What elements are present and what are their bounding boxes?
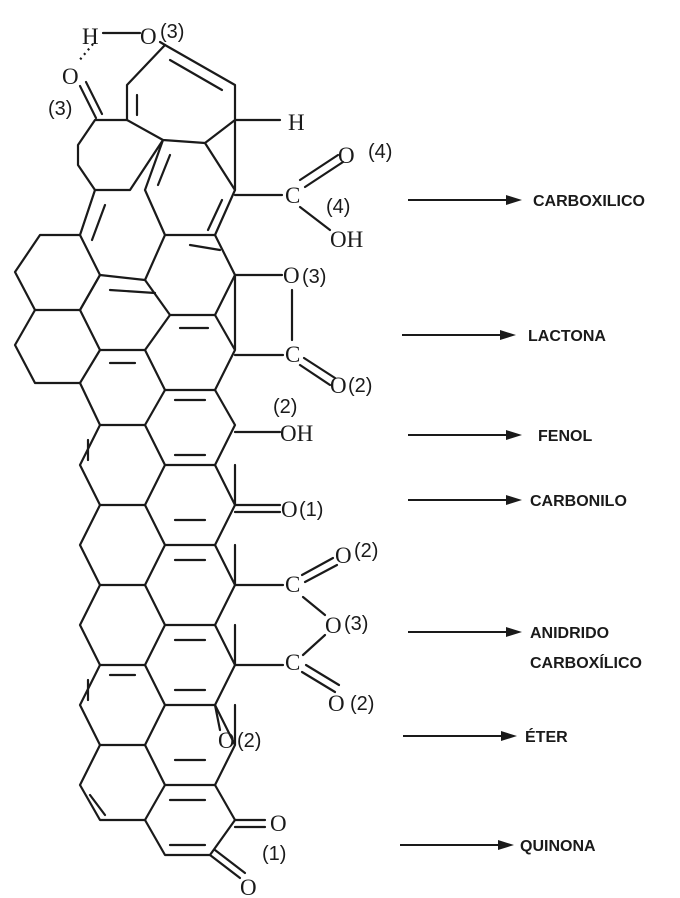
arrow-fenol: FENOL	[408, 428, 592, 445]
phenol-number: (2)	[273, 396, 297, 418]
bond-anhydride-o1-1	[300, 556, 335, 577]
group-label-lactona: LACTONA	[528, 328, 606, 345]
lactone-c-label: C	[285, 342, 300, 367]
keto-number: (3)	[48, 98, 72, 120]
graphene-skeleton	[13, 43, 237, 857]
ring-keto	[76, 118, 165, 192]
group-label-carboxilico: CARBOXILICO	[533, 193, 645, 210]
ether-number: (2)	[237, 730, 261, 752]
top-o-label: O	[140, 24, 157, 49]
bond-anhydride-mid-1	[301, 595, 327, 617]
carboxyl-o-label: O	[338, 143, 355, 168]
bond-anhydride-o3-2	[304, 663, 341, 687]
bond-quinone-2b	[213, 848, 247, 875]
substituent-bonds	[77, 31, 345, 880]
arrow-anidrido: ANIDRIDO CARBOXÍLICO	[408, 625, 642, 672]
ring-row6	[78, 543, 237, 667]
top-h-label: H	[82, 24, 99, 49]
lactone-o2-number: (2)	[348, 375, 372, 397]
group-label-eter: ÉTER	[525, 727, 568, 746]
anhydride-o-bot-number: (2)	[350, 693, 374, 715]
bond-anhydride-o1-2	[303, 563, 339, 584]
lactone-o-label: O	[283, 263, 300, 288]
bond-keto-1	[78, 84, 98, 120]
bond-keto-2	[84, 80, 104, 116]
ring-top	[125, 43, 237, 145]
keto-o-label: O	[62, 64, 79, 89]
carboxyl-c-label: C	[285, 183, 300, 208]
arrow-eter: ÉTER	[403, 727, 568, 746]
bond-lactone-o2-2	[302, 356, 337, 380]
ring-top-inner	[135, 58, 224, 117]
group-label-fenol: FENOL	[538, 428, 592, 445]
anhydride-o-top-number: (2)	[354, 540, 378, 562]
bond-carboxyl-o-2	[303, 160, 345, 189]
ring-row4	[78, 381, 237, 507]
ring-row5-inner	[86, 518, 207, 702]
hydrogen-bond	[77, 43, 94, 63]
arrow-carbonilo: CARBONILO	[408, 493, 627, 510]
bond-anhydride-o3-1	[300, 670, 337, 694]
bond-ether	[213, 703, 222, 732]
carboxyl-oh-label: OH	[330, 227, 363, 252]
group-label-anidrido: ANIDRIDO	[530, 625, 609, 642]
carbonyl-o-label: O	[281, 497, 298, 522]
anhydride-c1-label: C	[285, 572, 300, 597]
arrow-quinona: QUINONA	[400, 838, 596, 855]
bond-carboxyl-oh	[298, 205, 332, 232]
group-label-anidrido-2: CARBOXÍLICO	[530, 653, 642, 672]
carboxyl-number: (4)	[326, 196, 350, 218]
ring-h-label: H	[288, 110, 305, 135]
lactone-o2-label: O	[330, 373, 347, 398]
ring-row2-a	[78, 138, 237, 282]
ring-row7	[78, 623, 237, 747]
top-o-number: (3)	[160, 21, 184, 43]
ring-bottom-inner	[88, 758, 207, 847]
ring-row3-inner	[86, 288, 210, 462]
arrow-carboxilico: CARBOXILICO	[408, 193, 645, 210]
bond-carboxyl-o-1	[298, 153, 340, 182]
ring-bottom	[78, 703, 237, 822]
carboxyl-o-number: (4)	[368, 141, 392, 163]
bond-anhydride-mid-2	[301, 633, 327, 657]
carbonyl-number: (1)	[299, 499, 323, 521]
group-arrows: CARBOXILICO LACTONA FENOL CARBONILO ANID…	[400, 193, 645, 855]
anhydride-o-bot-label: O	[328, 691, 345, 716]
atom-labels: H O (3) O (3) H O (4) C (4) OH O (3) C O…	[48, 21, 392, 898]
ring-row2-inner	[90, 153, 224, 252]
bond-top-o	[158, 40, 167, 47]
anhydride-c2-label: C	[285, 650, 300, 675]
phenol-oh-label: OH	[280, 421, 313, 446]
anhydride-o-mid-number: (3)	[344, 613, 368, 635]
anhydride-o-top-label: O	[335, 543, 352, 568]
group-label-quinona: QUINONA	[520, 838, 596, 855]
ring-left-2	[13, 308, 102, 385]
ring-row5	[78, 463, 237, 587]
anhydride-o-mid-label: O	[325, 613, 342, 638]
ring-row3	[78, 273, 237, 392]
lactone-o-number: (3)	[302, 266, 326, 288]
quinone-number: (1)	[262, 843, 286, 865]
quinone-o1-label: O	[270, 811, 287, 836]
bond-quinone-2a	[208, 853, 242, 880]
bond-lactone-o2-1	[298, 363, 332, 387]
ether-o-label: O	[218, 728, 235, 753]
quinone-o2-label: O	[240, 875, 257, 898]
arrow-lactona: LACTONA	[402, 328, 606, 345]
group-label-carbonilo: CARBONILO	[530, 493, 627, 510]
ring-row2-b	[143, 118, 237, 317]
